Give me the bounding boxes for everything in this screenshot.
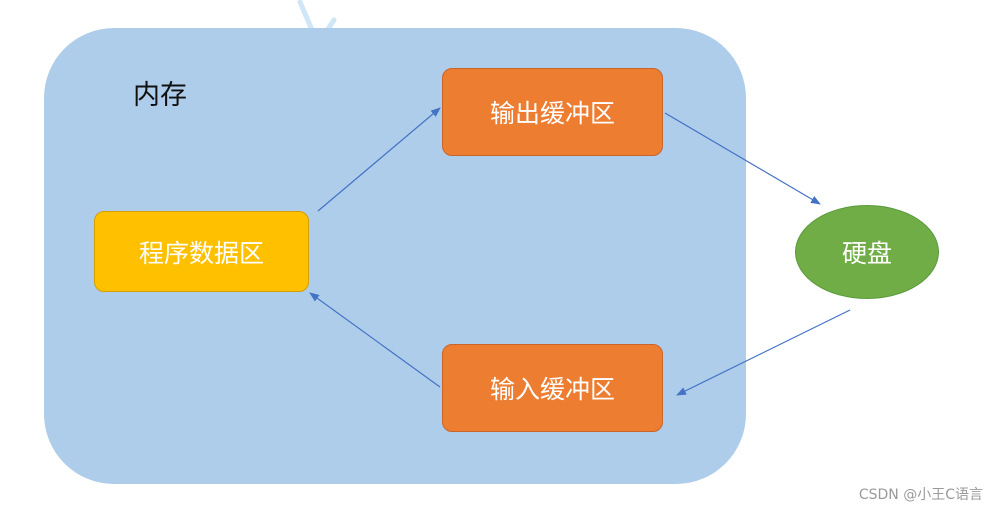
input-buffer-node: 输入缓冲区 xyxy=(442,344,663,432)
disk-node: 硬盘 xyxy=(795,205,939,299)
memory-label: 内存 xyxy=(133,80,187,111)
program-data-area-node: 程序数据区 xyxy=(94,211,309,292)
watermark-text: CSDN @小王C语言 xyxy=(858,487,983,503)
output-buffer-node: 输出缓冲区 xyxy=(442,68,663,156)
